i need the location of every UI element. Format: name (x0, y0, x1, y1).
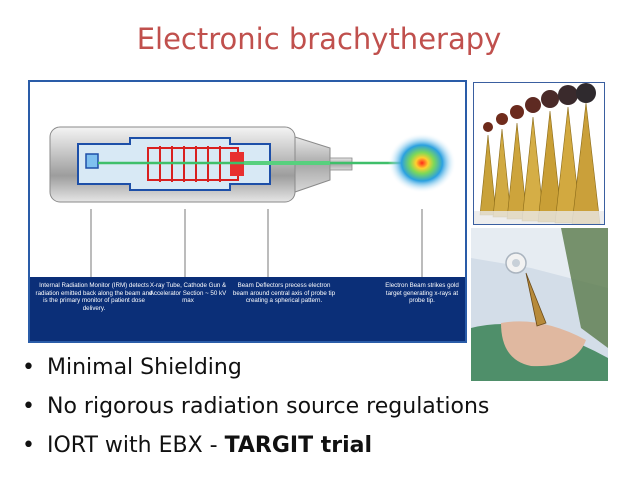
applicator-spheres-image (474, 83, 604, 224)
applicators-photo (473, 82, 605, 225)
bullet-item: • IORT with EBX - TARGIT trial (22, 426, 489, 465)
xray-emission-glow (388, 133, 456, 193)
bullet-bold-text: TARGIT trial (224, 433, 373, 458)
xray-tube-illustration (49, 126, 456, 277)
xray-source-diagram: Internal Radiation Monitor (IRM) detects… (28, 80, 467, 343)
bullet-text: No rigorous radiation source regulations (47, 394, 490, 419)
bullet-dot: • (22, 433, 35, 458)
bullet-item: • No rigorous radiation source regulatio… (22, 387, 489, 426)
caption-xray-tube: X-ray Tube, Cathode Gun & Accelerator Se… (149, 282, 227, 305)
bullet-item: • Minimal Shielding (22, 348, 489, 387)
surgery-photo (471, 228, 608, 381)
intraoperative-image (471, 228, 608, 381)
bullet-text: Minimal Shielding (47, 355, 242, 380)
caption-band (30, 277, 465, 341)
caption-irm: Internal Radiation Monitor (IRM) detects… (35, 282, 153, 312)
bullet-list: • Minimal Shielding • No rigorous radiat… (22, 348, 489, 465)
radiation-monitor (85, 153, 99, 169)
caption-beam-deflectors: Beam Deflectors precess electron beam ar… (232, 282, 336, 305)
probe-tip (525, 272, 547, 327)
caption-electron-beam: Electron Beam strikes gold target genera… (385, 282, 459, 305)
bullet-text: IORT with EBX - (47, 433, 225, 458)
caption-pointers (90, 209, 423, 277)
slide-title: Electronic brachytherapy (136, 22, 502, 56)
applicator-vials (479, 83, 601, 224)
bullet-dot: • (22, 355, 35, 380)
bullet-dot: • (22, 394, 35, 419)
